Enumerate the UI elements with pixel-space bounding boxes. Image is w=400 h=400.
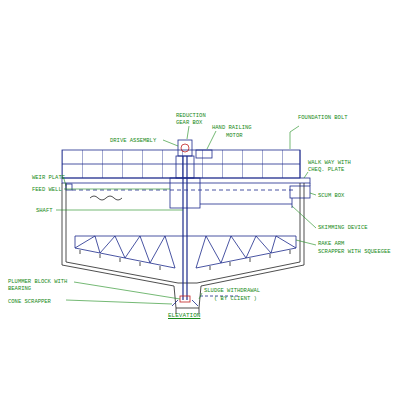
part-label: WEIR PLATE bbox=[32, 174, 65, 181]
part-label: SHAFT bbox=[36, 207, 53, 214]
part-label: FEED WELL bbox=[32, 186, 62, 193]
part-label: MOTOR bbox=[226, 132, 243, 139]
part-label: REDUCTION GEAR BOX bbox=[176, 112, 222, 126]
part-label: RAKE ARM bbox=[318, 240, 344, 247]
part-label: WALK WAY WITH CHEQ. PLATE bbox=[308, 159, 370, 173]
part-label: FOUNDATION BOLT bbox=[298, 114, 348, 121]
part-label: SKIMMING DEVICE bbox=[318, 224, 368, 231]
part-label: SCUM BOX bbox=[318, 192, 344, 199]
part-label: CONE SCRAPPER bbox=[8, 298, 51, 305]
part-label: ( BY CLIENT ) bbox=[214, 295, 257, 302]
part-label: SCRAPPER WITH SQUEEGEE bbox=[318, 248, 391, 255]
part-label: SLUDGE WITHDRAWAL bbox=[204, 287, 260, 294]
part-label: PLUMMER BLOCK WITH BEARING bbox=[8, 278, 78, 292]
part-label: DRIVE ASSEMBLY bbox=[110, 137, 156, 144]
part-label: HAND RAILING bbox=[212, 124, 252, 131]
view-caption: ELEVATION bbox=[168, 312, 200, 319]
